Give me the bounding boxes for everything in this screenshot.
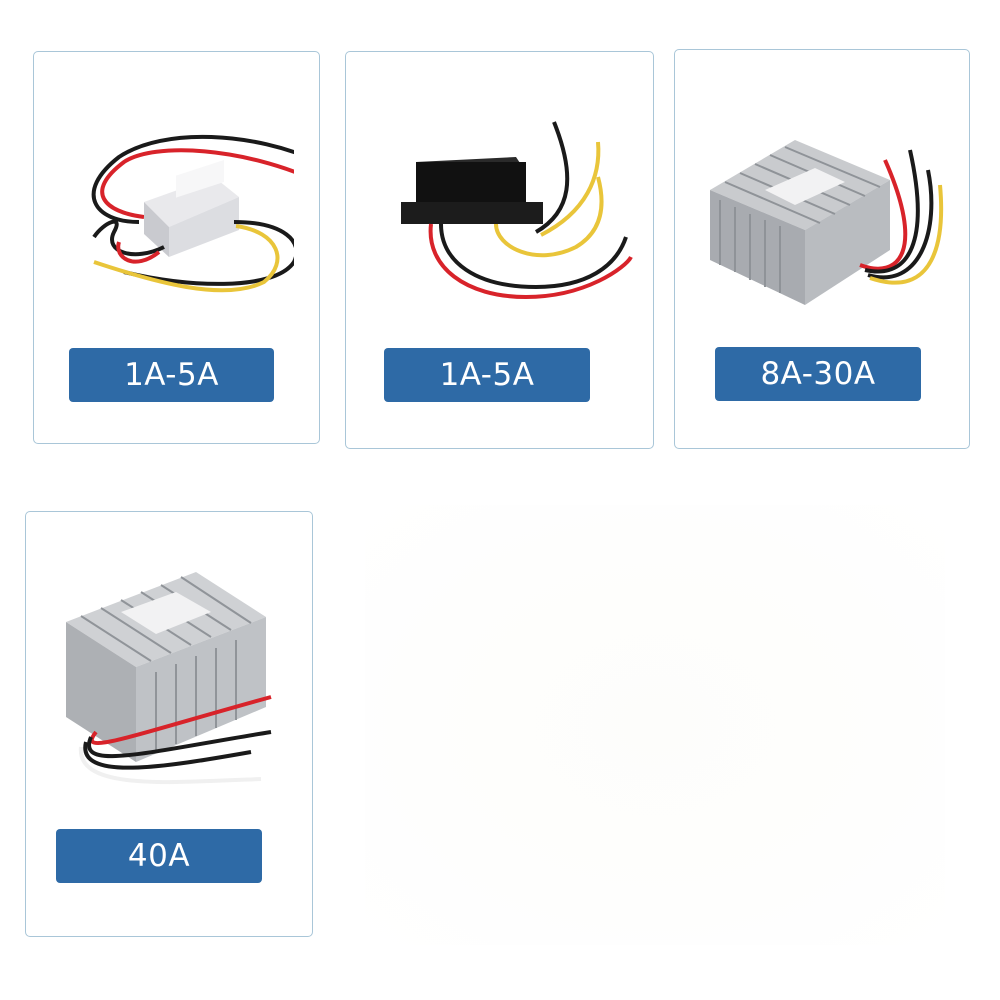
black-converter-icon xyxy=(401,121,633,300)
product-card-1[interactable]: 1A-5A xyxy=(33,51,320,444)
finned-converter-icon xyxy=(710,140,944,305)
rating-label: 8A-30A xyxy=(715,347,921,401)
blank-area xyxy=(365,505,945,945)
large-finned-converter-icon xyxy=(66,572,272,785)
product-card-3[interactable]: 8A-30A xyxy=(674,49,970,449)
rating-label: 40A xyxy=(56,829,262,883)
rating-label: 1A-5A xyxy=(384,348,590,402)
rating-label: 1A-5A xyxy=(69,348,274,402)
product-card-2[interactable]: 1A-5A xyxy=(345,51,654,449)
product-card-4[interactable]: 40A xyxy=(25,511,313,937)
silver-converter-icon xyxy=(91,134,294,293)
